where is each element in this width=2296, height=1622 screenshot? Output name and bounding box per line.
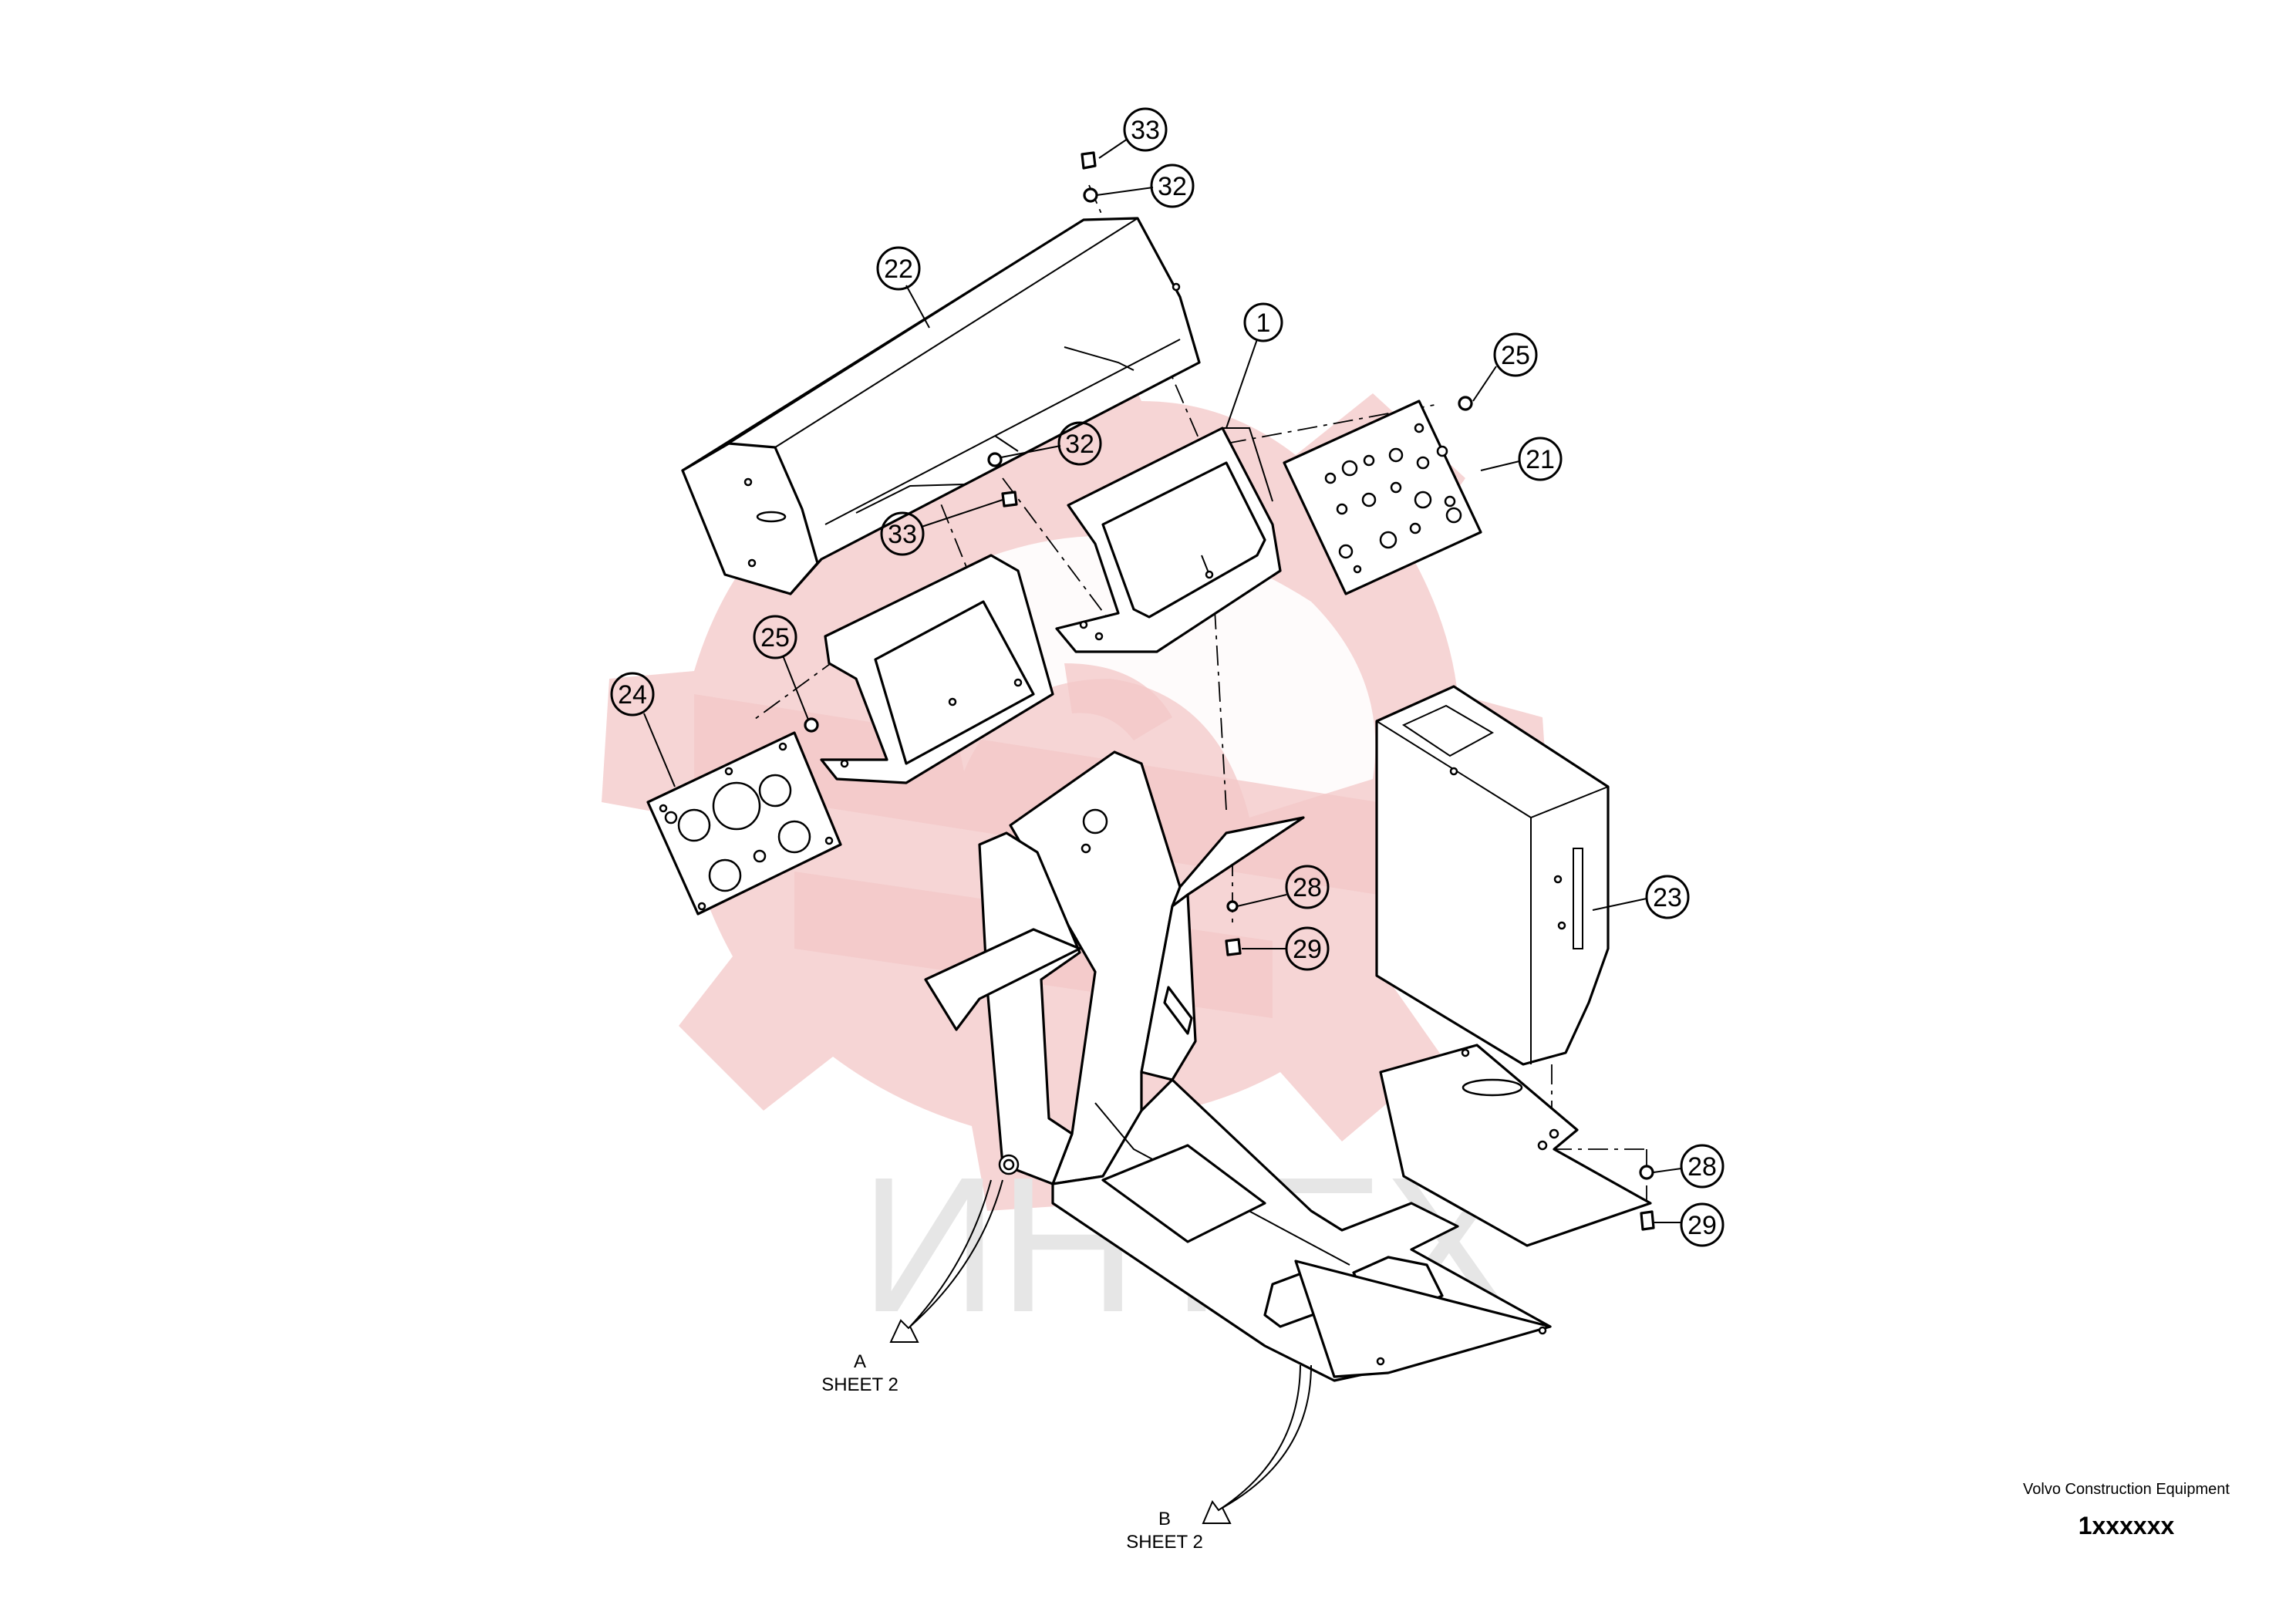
callout-label: 29 xyxy=(1687,1211,1717,1240)
callout-label: 32 xyxy=(1065,430,1094,459)
sheet-ref-b-letter: B xyxy=(1158,1509,1171,1529)
washer-32-mid xyxy=(987,452,1003,467)
callout-25-right: 25 xyxy=(1472,332,1538,402)
sheet-ref-a-sheet: SHEET 2 xyxy=(821,1374,899,1395)
callout-22: 22 xyxy=(876,246,930,329)
callout-28-low: 28 xyxy=(1653,1144,1725,1189)
callout-label: 25 xyxy=(760,623,790,653)
callouts: 33 32 22 1 25 21 32 xyxy=(610,107,1725,1247)
nut-25-left xyxy=(804,717,819,733)
callout-label: 29 xyxy=(1293,935,1322,964)
callout-32-top: 32 xyxy=(1096,164,1195,208)
callout-label: 28 xyxy=(1293,873,1322,902)
bolt-33-top xyxy=(1081,151,1097,170)
callout-29-mid: 29 xyxy=(1242,926,1330,971)
sheet-ref-b-sheet: SHEET 2 xyxy=(1126,1532,1203,1553)
callout-25-left: 25 xyxy=(753,615,809,720)
callout-33-top: 33 xyxy=(1098,107,1168,159)
callout-24: 24 xyxy=(610,672,676,787)
washer-28-mid xyxy=(1226,900,1239,912)
sheet-reference-arrows xyxy=(889,1179,1312,1524)
bolt-29-mid xyxy=(1225,938,1242,956)
callout-1: 1 xyxy=(1226,302,1283,429)
callout-label: 23 xyxy=(1653,883,1682,912)
sheet-ref-a-letter: A xyxy=(854,1351,866,1372)
callout-label: 32 xyxy=(1158,172,1187,201)
title-block: Volvo Construction Equipment 1xxxxxx xyxy=(2011,1479,2242,1540)
part-24-plate xyxy=(646,731,842,916)
callout-label: 24 xyxy=(618,680,647,710)
callout-21: 21 xyxy=(1480,437,1563,481)
part-1-bracket xyxy=(1055,427,1282,653)
callout-28-mid: 28 xyxy=(1236,865,1330,909)
bolt-29-low xyxy=(1640,1210,1655,1231)
callout-label: 33 xyxy=(1131,116,1160,145)
nut-25-right xyxy=(1458,396,1473,411)
main-frame xyxy=(924,750,1652,1382)
company-name: Volvo Construction Equipment xyxy=(2023,1481,2230,1498)
callout-label: 25 xyxy=(1501,341,1530,370)
callout-label: 22 xyxy=(884,255,913,284)
callout-label: 1 xyxy=(1256,309,1271,338)
document-number: 1xxxxxx xyxy=(2078,1512,2175,1539)
sheet-ref-a: A SHEET 2 xyxy=(821,1351,899,1395)
bolt-33-mid xyxy=(1001,491,1018,508)
washer-28-low xyxy=(1639,1165,1654,1180)
callout-29-low: 29 xyxy=(1654,1202,1725,1247)
left-bracket xyxy=(820,554,1054,784)
part-23-box xyxy=(1375,685,1610,1066)
part-21-plate xyxy=(1283,400,1482,595)
callout-label: 21 xyxy=(1526,445,1555,474)
callout-33-mid: 33 xyxy=(880,499,1003,556)
part-22-housing xyxy=(681,217,1201,595)
sheet-ref-b: B SHEET 2 xyxy=(1126,1509,1203,1553)
callout-label: 28 xyxy=(1687,1152,1717,1182)
callout-32-mid: 32 xyxy=(1000,421,1102,466)
callout-label: 33 xyxy=(888,520,917,549)
callout-23: 23 xyxy=(1592,875,1690,919)
hardware xyxy=(804,151,1655,1231)
washer-32-top xyxy=(1083,187,1098,203)
